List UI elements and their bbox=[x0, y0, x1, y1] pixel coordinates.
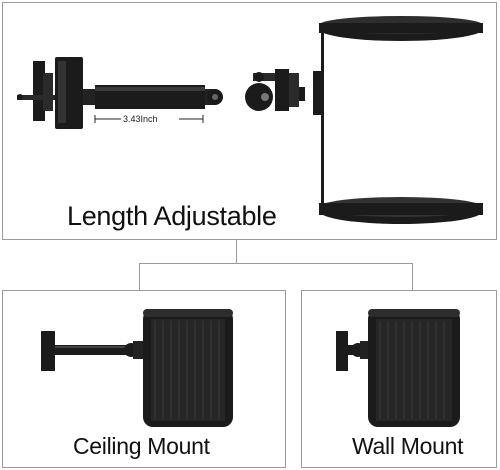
connector-vertical-left bbox=[139, 263, 140, 290]
wall-mount-caption: Wall Mount bbox=[352, 433, 464, 459]
connector-vertical-main bbox=[236, 240, 237, 264]
ceiling-plate-icon bbox=[17, 57, 95, 129]
wall-mount-illustration bbox=[336, 309, 460, 427]
connector-horizontal bbox=[139, 263, 413, 264]
ceiling-mount-panel: Ceiling Mount bbox=[2, 290, 286, 468]
wall-mount-panel: Wall Mount bbox=[301, 290, 497, 468]
length-adjustable-panel: 3.43Inch Length Adjustable bbox=[2, 2, 497, 240]
mount-parts-illustration: 3.43Inch bbox=[17, 16, 483, 224]
swivel-joint-icon bbox=[245, 69, 305, 111]
ceiling-mount-illustration bbox=[41, 309, 233, 427]
ceiling-mount-caption: Ceiling Mount bbox=[73, 433, 210, 459]
dimension-line bbox=[94, 115, 204, 123]
dimension-label: 3.43Inch bbox=[123, 114, 158, 124]
length-adjustable-heading: Length Adjustable bbox=[67, 201, 277, 231]
connector-vertical-right bbox=[412, 263, 413, 290]
extension-arm-icon bbox=[95, 85, 223, 109]
speaker-cradle-icon bbox=[313, 16, 483, 224]
